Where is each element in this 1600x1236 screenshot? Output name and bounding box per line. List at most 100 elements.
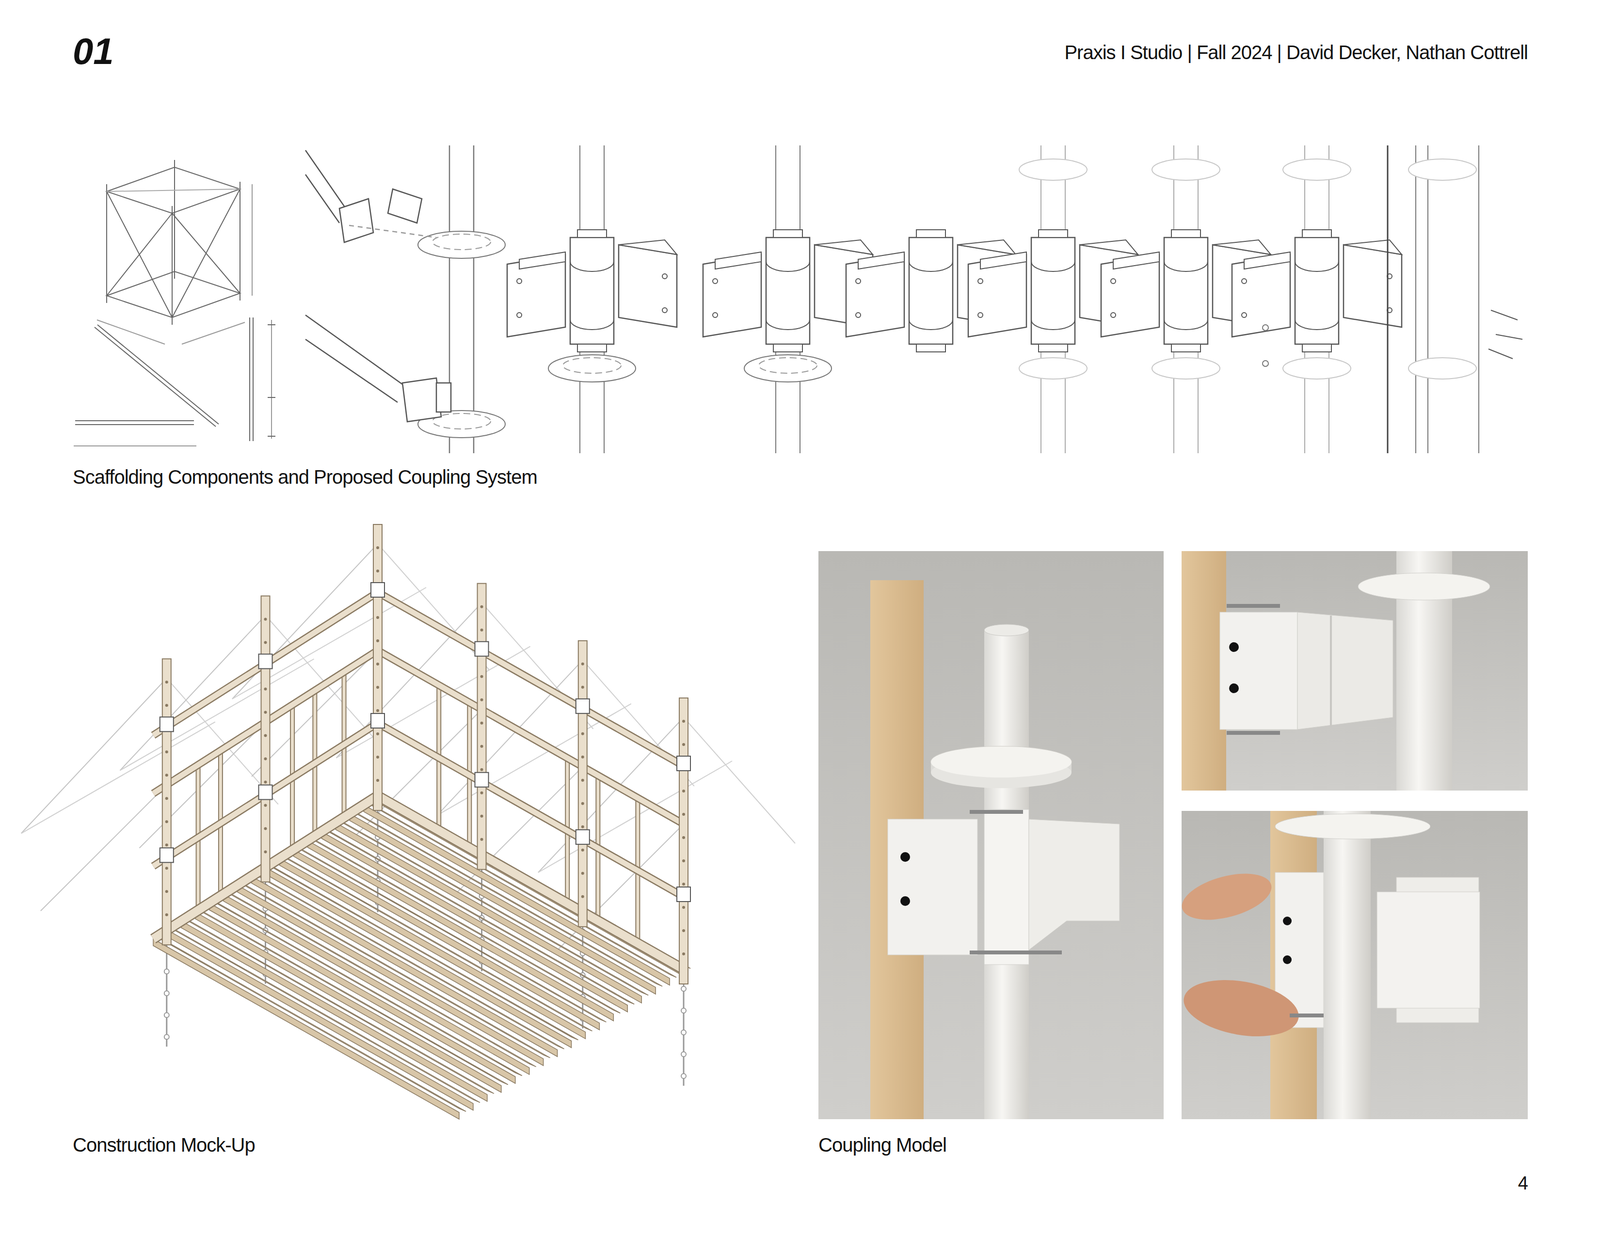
construction-mockup	[165, 680, 169, 684]
construction-mockup	[581, 848, 585, 852]
coupling-photo-detail-top	[1181, 551, 1528, 791]
ledger-and-standard	[252, 317, 254, 442]
construction-mockup	[264, 827, 268, 831]
construction-mockup	[223, 894, 530, 1075]
coupling-photo-main	[969, 950, 1062, 955]
ledger-and-standard	[267, 435, 276, 437]
construction-mockup	[376, 662, 380, 666]
ledger-and-standard	[94, 327, 216, 427]
construction-mockup	[682, 952, 686, 956]
construction-mockup	[264, 804, 268, 808]
construction-mockup	[164, 991, 170, 996]
construction-mockup	[376, 732, 380, 736]
ledger-and-standard	[75, 424, 194, 426]
construction-mockup	[376, 546, 380, 550]
ledger-and-standard	[267, 397, 276, 399]
construction-mockup	[480, 791, 484, 795]
coupling-photo-main	[887, 819, 978, 956]
scaffold-cube	[239, 181, 241, 301]
coupler-elevations	[1232, 229, 1402, 352]
coupler-elevations	[1495, 334, 1523, 340]
construction-mockup	[164, 1034, 170, 1040]
construction-mockup	[480, 675, 484, 679]
construction-mockup	[165, 890, 169, 894]
figure-caption: Coupling Model	[818, 1134, 947, 1157]
coupling-photo-main	[984, 630, 1029, 1120]
construction-mockup	[376, 709, 380, 713]
construction-mockup	[160, 717, 174, 732]
construction-mockup	[264, 711, 268, 715]
construction-mockup	[165, 797, 169, 800]
construction-mockup	[376, 639, 380, 643]
scaffold-cube	[106, 167, 240, 214]
ledger-and-standard	[267, 324, 276, 326]
construction-mockup	[258, 654, 273, 670]
construction-mockup	[377, 544, 490, 671]
construction-mockup	[682, 813, 686, 816]
construction-mockup	[481, 603, 594, 730]
coupling-photo-detail-bottom	[1376, 892, 1480, 1009]
coupling-photo-main	[930, 746, 1072, 778]
construction-mockup	[581, 732, 585, 736]
construction-mockup	[480, 815, 484, 818]
construction-mockup	[363, 804, 670, 986]
construction-mockup	[376, 755, 380, 759]
coupling-photo-detail-top	[1226, 731, 1280, 736]
construction-mockup	[578, 640, 588, 928]
coupling-photo-detail-top	[1181, 551, 1528, 791]
construction-mockup	[377, 592, 684, 767]
construction-mockup	[682, 720, 686, 723]
construction-mockup	[682, 789, 686, 793]
construction-mockup	[377, 723, 684, 897]
construction-mockup	[581, 755, 585, 759]
construction-mockup	[209, 903, 516, 1084]
construction-mockup	[581, 825, 585, 829]
construction-mockup	[165, 750, 169, 754]
coupling-photo-detail-top	[1297, 612, 1393, 730]
construction-mockup	[480, 628, 484, 632]
coupler-elevations	[1019, 357, 1088, 380]
coupler-elevations	[744, 354, 832, 383]
coupler-elevations	[1262, 324, 1269, 331]
ledger-connection-detail	[305, 339, 398, 403]
coupling-photo-detail-top	[1226, 604, 1280, 608]
construction-mockup	[167, 930, 474, 1111]
construction-mockup	[681, 1030, 687, 1036]
coupling-photo-main	[969, 810, 1024, 815]
construction-mockup	[153, 939, 460, 1120]
construction-mockup	[576, 699, 590, 714]
construction-mockup	[480, 838, 484, 842]
construction-mockup	[261, 596, 271, 883]
construction-mockup	[376, 686, 380, 689]
coupling-photo-main	[818, 551, 1164, 1120]
construction-mockup	[480, 721, 484, 725]
coupling-photo-detail-top	[1181, 551, 1227, 791]
ledger-connection-detail	[402, 378, 442, 422]
construction-mockup	[139, 722, 266, 849]
scaffold-cube	[106, 271, 240, 318]
coupler-elevations	[1408, 159, 1477, 181]
coupling-photo-detail-top	[1329, 615, 1332, 728]
coupling-photo-detail-bottom	[1181, 811, 1528, 1120]
construction-mockup	[165, 843, 169, 847]
coupler-elevations	[548, 354, 636, 383]
scaffold-cube	[96, 320, 165, 345]
construction-mockup	[682, 859, 686, 863]
construction-mockup	[377, 796, 684, 977]
construction-mockup	[582, 660, 695, 787]
coupler-elevations	[1282, 159, 1351, 181]
page-number-title: 01	[72, 30, 114, 73]
construction-mockup	[164, 1012, 170, 1018]
ledger-and-standard	[75, 420, 194, 422]
construction-mockup	[370, 713, 385, 729]
ledger-connection-detail	[339, 198, 374, 243]
construction-mockup	[480, 605, 484, 609]
figure-caption: Construction Mock-Up	[72, 1134, 256, 1157]
coupling-photo-main	[984, 624, 1029, 637]
scaffold-cube	[181, 322, 245, 345]
ledger-connection-detail	[473, 145, 475, 454]
construction-mockup	[679, 698, 688, 985]
scaffold-cube	[174, 160, 176, 279]
construction-mockup	[377, 796, 684, 970]
construction-mockup	[377, 723, 684, 897]
